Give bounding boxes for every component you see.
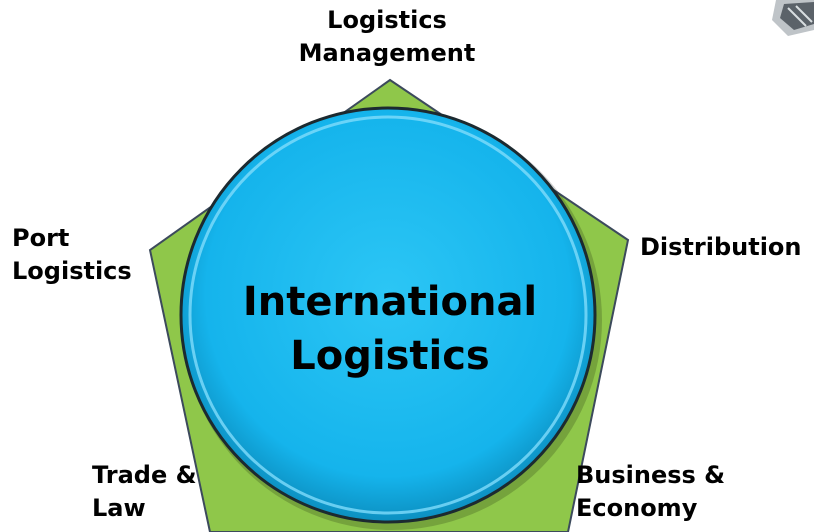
node-label-logistics-management: Logistics Management [292, 4, 482, 70]
node-label-business-economy: Business & Economy [576, 459, 725, 525]
node-label-line: Distribution [640, 233, 802, 261]
center-circle-rim [188, 115, 588, 515]
center-title-line: Logistics [290, 333, 490, 379]
node-label-line: Logistics [327, 6, 447, 34]
node-label-line: Business & [576, 461, 726, 489]
node-label-line: Law [92, 494, 146, 522]
node-label-distribution: Distribution [640, 231, 802, 264]
node-label-line: Trade & [92, 461, 197, 489]
center-circle [179, 106, 597, 524]
corner-image-fragment [766, 0, 814, 36]
center-title-line: International [242, 279, 538, 325]
node-label-line: Port [12, 224, 70, 252]
node-label-line: Logistics [12, 257, 132, 285]
node-label-line: Economy [576, 494, 698, 522]
center-title: International Logistics [190, 275, 590, 383]
node-label-trade-law: Trade & Law [92, 459, 197, 525]
node-label-port-logistics: Port Logistics [12, 222, 132, 288]
node-label-line: Management [298, 39, 476, 67]
